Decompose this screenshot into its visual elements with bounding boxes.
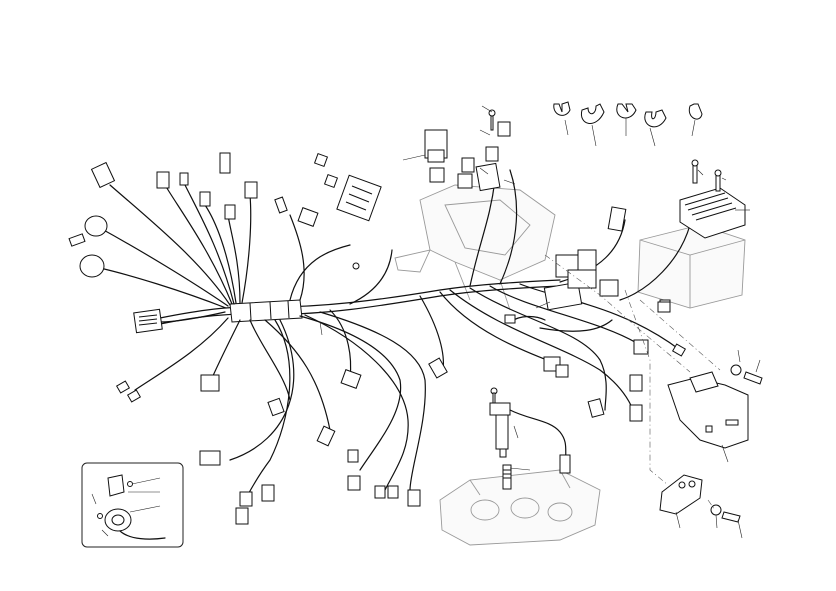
ignition-coil — [489, 387, 571, 490]
left-branches — [99, 184, 426, 501]
voltage-regulator — [657, 159, 746, 313]
cylinder-head-ghost — [439, 469, 601, 546]
main-harness-trunk — [159, 279, 561, 325]
bracket-right — [659, 364, 763, 523]
battery-ghost — [637, 224, 746, 309]
battery-tray-ghost — [394, 184, 556, 311]
horn-inset — [81, 462, 184, 548]
leader-lines — [319, 105, 761, 539]
cable-clips — [553, 101, 703, 128]
assembly-lines — [544, 254, 721, 511]
connectors — [68, 152, 687, 525]
relay-cluster — [323, 109, 619, 311]
